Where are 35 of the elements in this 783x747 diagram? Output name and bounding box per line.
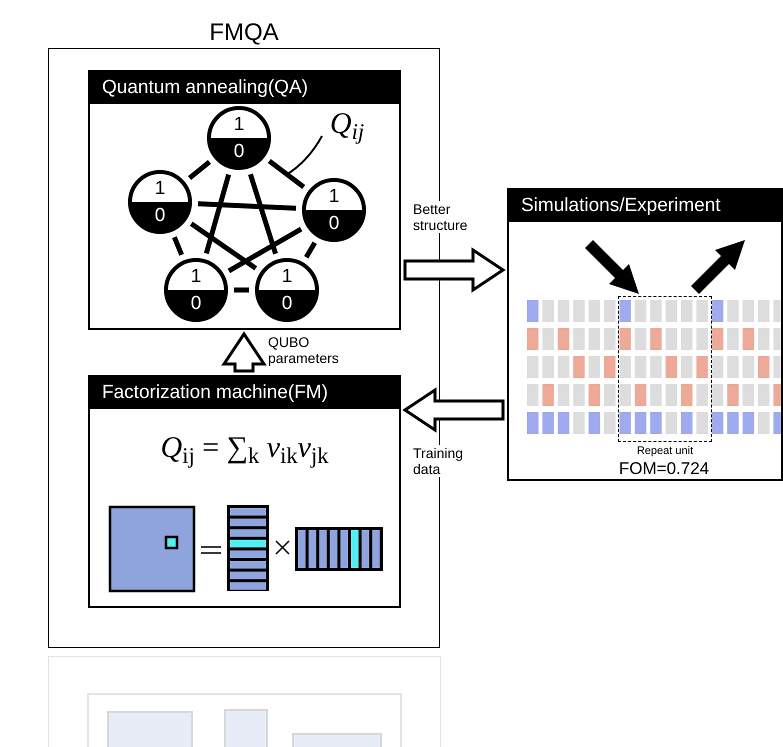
state-label: 1	[154, 178, 166, 200]
block-arrow	[404, 247, 506, 293]
frame-caption: Repeat unit	[636, 444, 694, 459]
state-label: 0	[232, 141, 246, 163]
coupling-line	[304, 242, 317, 258]
frame-heading: FMQA	[208, 18, 280, 48]
state-label: 0	[190, 293, 202, 315]
coupling-line	[204, 174, 232, 254]
coupling-line	[248, 173, 278, 255]
block-arrow	[402, 387, 504, 433]
coupling-line	[188, 160, 212, 180]
fom-value: FOM=0.724	[618, 458, 710, 479]
coupling-line	[228, 226, 302, 274]
panel	[88, 70, 401, 330]
state-label: 1	[328, 186, 340, 208]
block-arrow	[221, 331, 267, 372]
state-label: 1	[232, 114, 246, 136]
coupling-line	[172, 236, 184, 256]
formula: Q$_{ij}$ = ∑$_{k}$ v$_{ik}$v$_{jk}$	[160, 430, 330, 470]
state-label: 1	[280, 266, 294, 288]
panel-header: Quantum annealing(QA)	[90, 72, 399, 104]
panel	[88, 375, 401, 608]
state-label: 1	[190, 266, 202, 288]
leader-line	[285, 136, 323, 176]
coupling-line	[234, 288, 249, 292]
state-label: 0	[154, 205, 166, 227]
panel	[507, 188, 783, 481]
coupling-line	[190, 222, 258, 270]
coupling-line	[268, 158, 306, 190]
coupling-symbol: Q$_{ij}$	[328, 106, 366, 146]
panel-header: Factorization machine(FM)	[90, 377, 399, 409]
state-label: 0	[280, 293, 294, 315]
panel-header: Simulations/Experiment	[509, 190, 781, 222]
coupling-line	[198, 201, 296, 211]
state-label: 0	[328, 213, 340, 235]
